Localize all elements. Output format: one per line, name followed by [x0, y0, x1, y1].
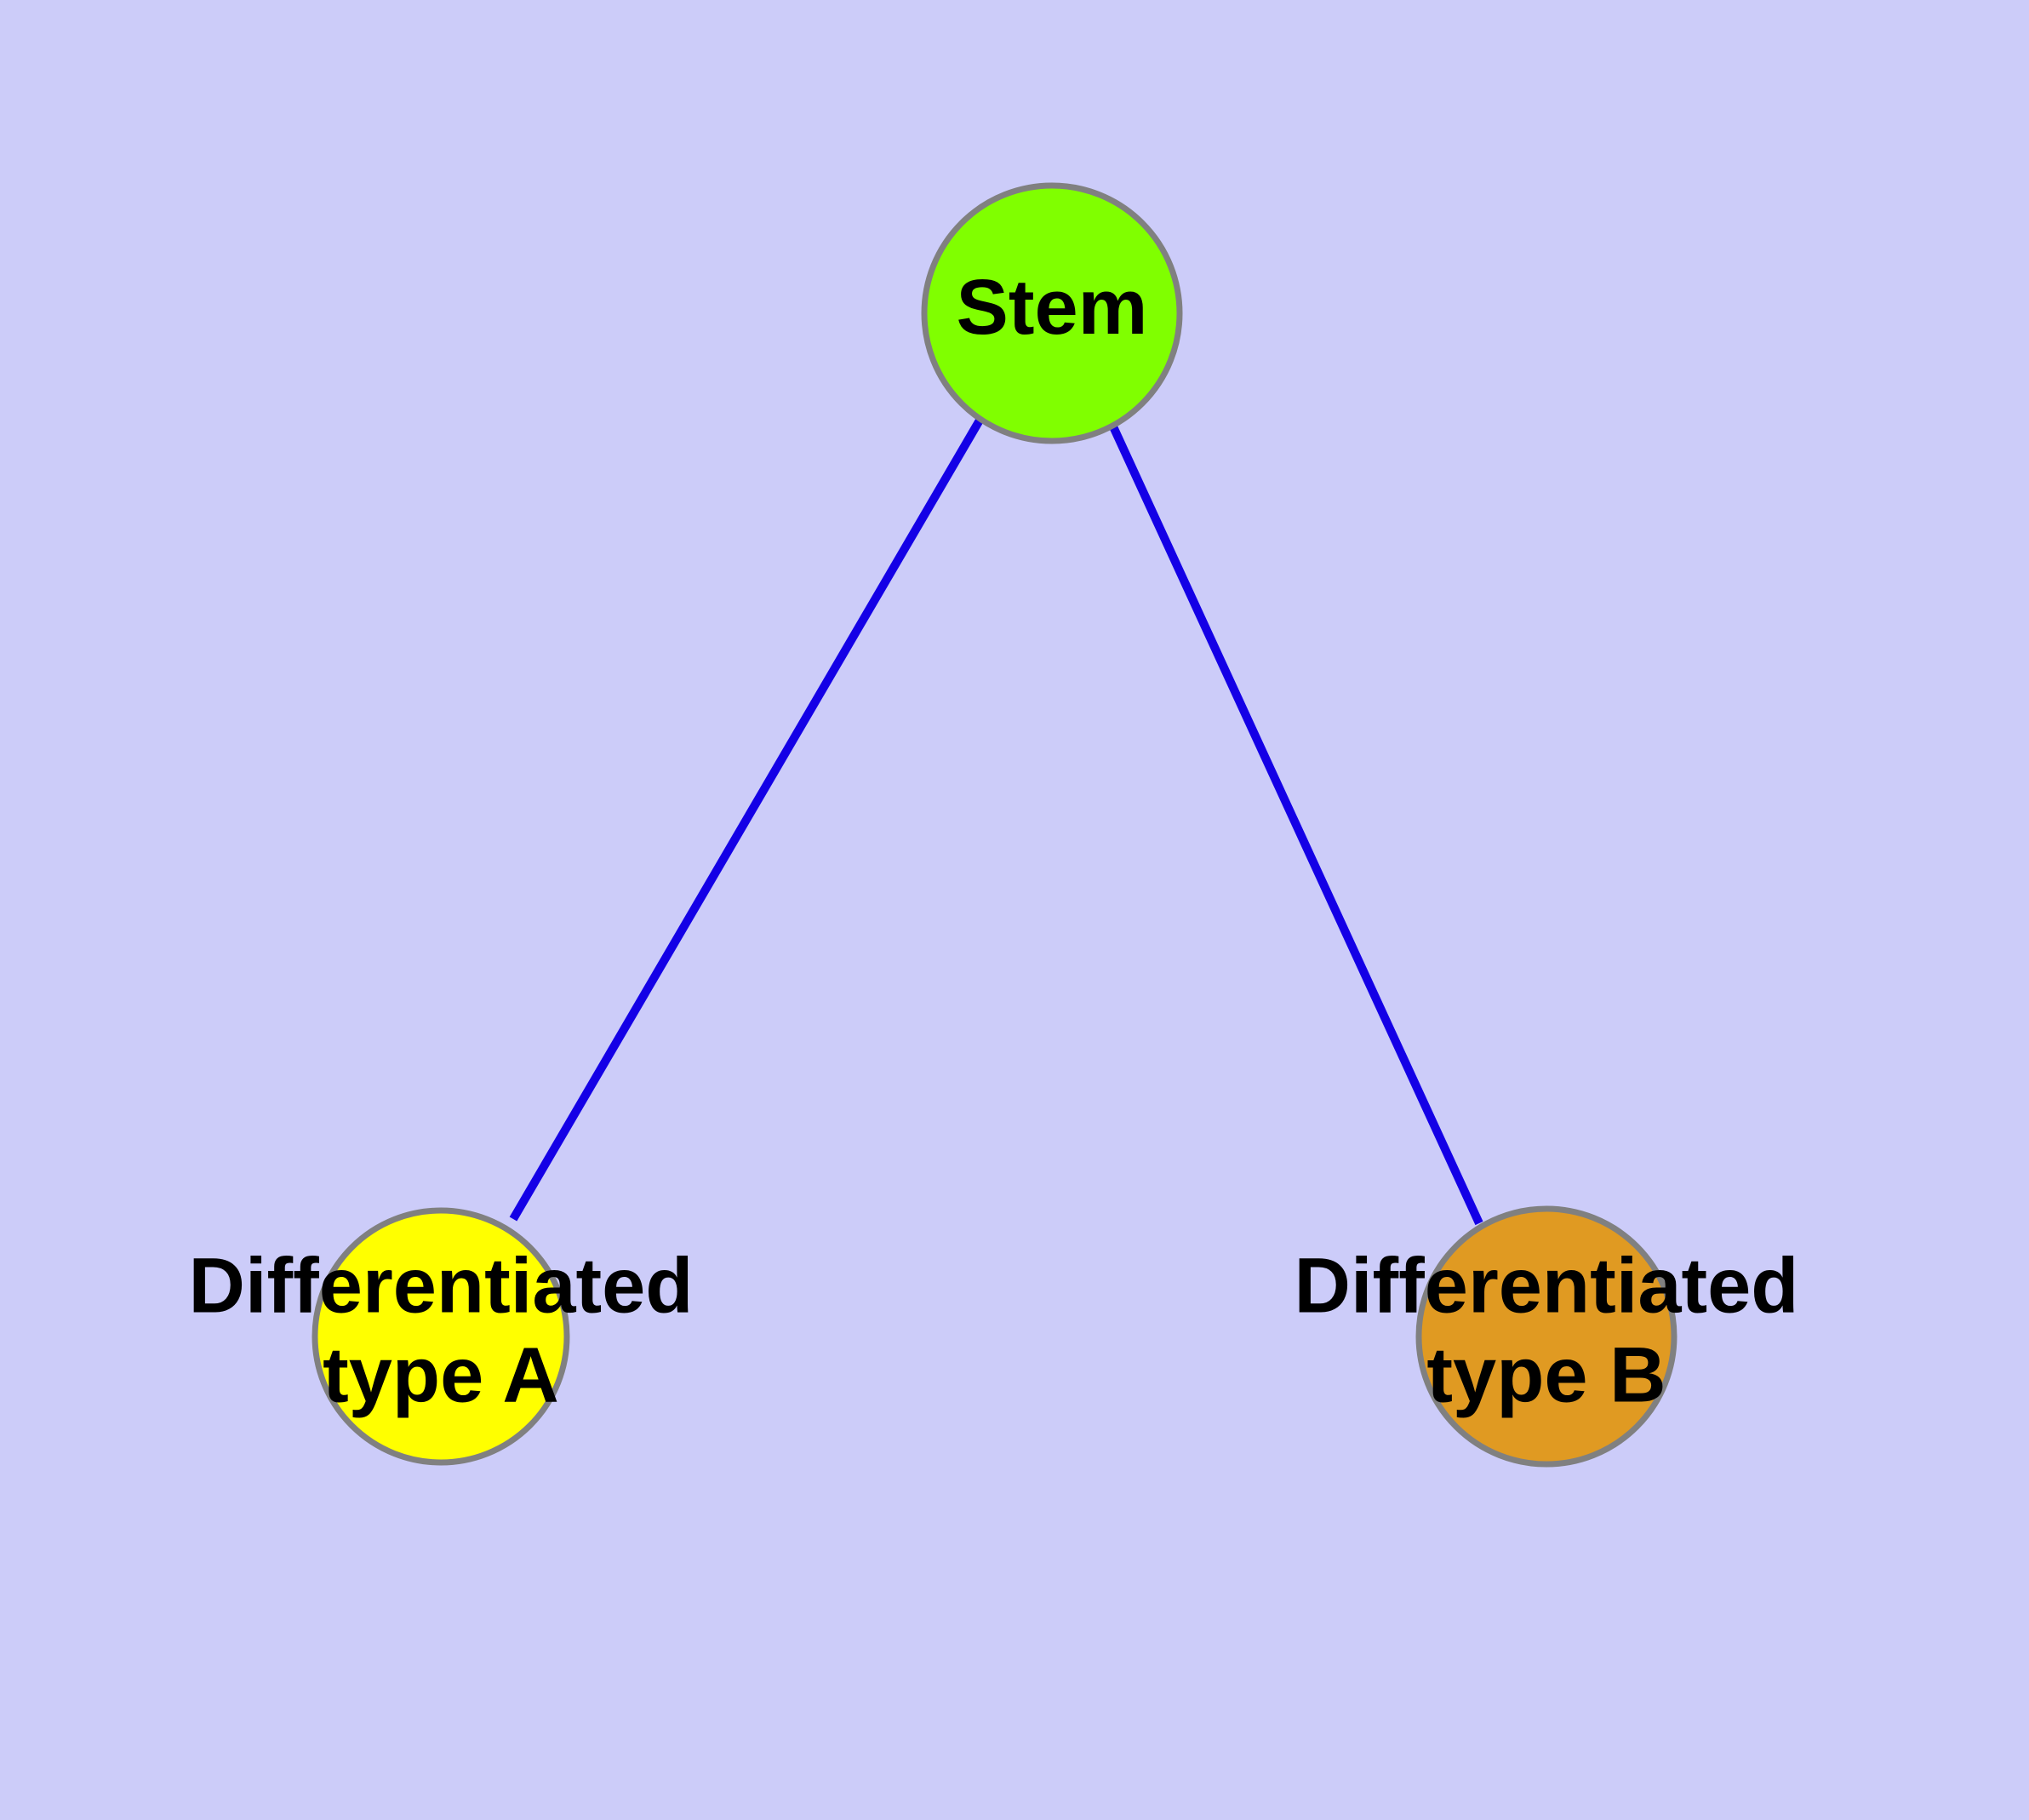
node-label-line: type B — [1426, 1332, 1666, 1419]
node-label-stem: Stem — [957, 264, 1148, 351]
node-diff-a[interactable] — [311, 1207, 570, 1466]
node-stem[interactable] — [921, 182, 1183, 444]
node-label-line: type A — [323, 1332, 559, 1419]
edge-layer — [509, 416, 1483, 1226]
node-layer — [311, 182, 1677, 1468]
edge-stem-to-diff-a[interactable] — [509, 416, 985, 1222]
node-label-line: Differentiated — [1295, 1243, 1799, 1330]
node-diff-b[interactable] — [1415, 1205, 1677, 1468]
node-label-line: Differentiated — [189, 1243, 694, 1330]
edge-stem-to-diff-b[interactable] — [1108, 422, 1483, 1226]
node-label-line: Stem — [957, 264, 1148, 351]
